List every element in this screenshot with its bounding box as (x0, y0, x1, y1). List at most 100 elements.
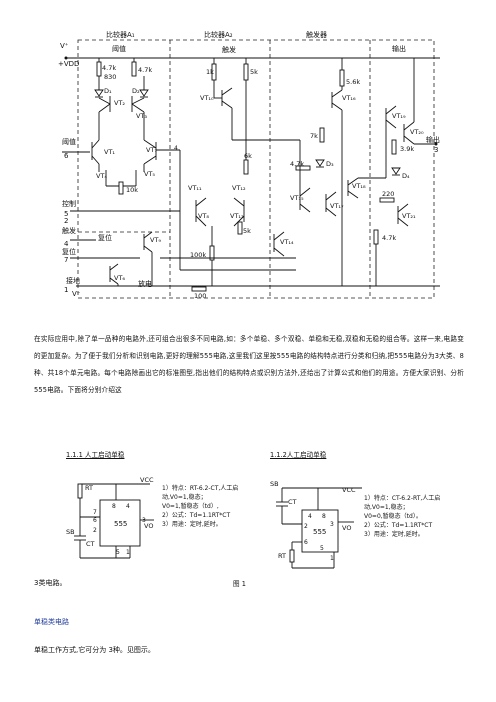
vt5-label: VT₅ (144, 170, 155, 178)
threshold-label: 阈值 (62, 137, 76, 146)
reset-label-b: 复位 (98, 233, 112, 242)
control-pin: 5 (64, 210, 68, 218)
vt11-label: VT₁₁ (188, 184, 202, 192)
figure-right-notes: 1）特点：CT-6.2-RT,人工启动,V0=1,稳态； V0=0,暂稳态（td… (364, 494, 456, 539)
left-note-2: V0=1,暂稳态（td）, (162, 503, 219, 510)
fig-right-ct: CT (288, 498, 297, 506)
vt16-label: VT₁₆ (342, 94, 356, 102)
section-flipflop: 触发器 (306, 30, 327, 39)
r4-label: 1k (206, 68, 214, 76)
ground-pin: 1 (64, 286, 68, 294)
discharge-label: 放电 (138, 279, 152, 288)
fig-right-p5: 5 (320, 545, 324, 552)
vt14-label: VT₁₄ (280, 238, 294, 246)
fig-right-p4: 4 (308, 513, 312, 520)
fig-right-p1: 1 (330, 555, 334, 562)
d4-label: D₄ (402, 172, 410, 180)
fig-right-sb: SB (270, 480, 279, 488)
vt19-label: VT₁₉ (392, 112, 406, 120)
vt15-label: VT₁₅ (290, 194, 304, 202)
fig-left-vo: VO (144, 522, 153, 530)
fig-right-vo: VO (342, 524, 351, 532)
fig-right-p6: 6 (304, 539, 308, 546)
reset-label-a: 复位 (62, 247, 76, 256)
vt4-label: VT₄ (96, 172, 107, 180)
r5-label: 5k (250, 68, 258, 76)
vt12-label: VT₁₂ (232, 184, 246, 192)
r8-label: 4.7k (290, 160, 304, 168)
vt10-label: VT₁₀ (200, 94, 214, 102)
right-note-3: 2）公式：Td=1.1RT*CT (364, 522, 433, 529)
vt3-label: VT₃ (136, 112, 147, 120)
r2-label: 830 (104, 73, 116, 81)
sub-trigger: 触发 (222, 45, 236, 54)
reset-pin7: 7 (64, 256, 68, 264)
r1-label: 4.7k (102, 64, 116, 72)
output-label: 输出 (426, 135, 440, 144)
r12-label: 5k (243, 227, 251, 235)
fig-right-p2: 2 (304, 523, 308, 530)
vdd-label: +VDD (58, 60, 79, 68)
fig-left-p6: 6 (93, 517, 97, 524)
left-note-3: 2）公式：Td=1.1RT*CT (162, 512, 231, 519)
section-comparator-a1: 比较器A₁ (106, 30, 135, 39)
r16-label: 100 (194, 292, 206, 300)
left-note-1: 1）特点：RT-6.2-CT,人工启动,V0=1,稳态； (162, 485, 239, 501)
fig-left-p1: 1 (126, 549, 130, 556)
right-note-4: 3）用途：定时,延时。 (364, 531, 424, 538)
vt9-label: VT₉ (150, 236, 161, 244)
section-heading-monostable: 单稳类电路 (34, 618, 69, 626)
vt6-label: VT₆ (114, 274, 125, 282)
output-pin: 3 (434, 146, 438, 154)
figure-left-notes: 1）特点：RT-6.2-CT,人工启动,V0=1,稳态； V0=1,暂稳态（td… (162, 484, 250, 529)
fig-left-p8: 8 (112, 503, 116, 510)
figure-title-right: 1.1.2人工启动单稳 (270, 451, 327, 459)
threshold-pin: 6 (64, 152, 69, 160)
fig-left-sb: SB (66, 528, 75, 536)
fig-right-p3: 3 (330, 521, 334, 528)
vt20-label: VT₂₀ (410, 128, 424, 136)
vt13-label: VT₁₃ (230, 212, 244, 220)
figure-title-left: 1.1.1 人工启动单稳 (66, 451, 125, 459)
vminus-label: V⁻ (72, 290, 81, 298)
svg-text:4: 4 (174, 145, 178, 152)
r6-label: 5.6k (346, 78, 360, 86)
fig-right-p8: 8 (322, 513, 326, 520)
vt2-label: VT₂ (114, 99, 125, 107)
vt8-label: VT₈ (198, 212, 209, 220)
r13-label: 100k (190, 251, 206, 259)
vt1-label: VT₁ (104, 148, 115, 156)
vt18-label: VT₁₈ (352, 182, 366, 190)
fig-left-p3: 3 (142, 517, 146, 524)
right-note-2: V0=0,暂稳态（td）。 (364, 513, 422, 520)
fig-left-p2: 2 (93, 527, 97, 534)
fig-left-ct: CT (86, 540, 95, 548)
vt21-label: VT₂₁ (402, 212, 416, 220)
intro-paragraph: 在实际应用中,除了单一品种的电路外,还可组合出很多不同电路,如：多个单稳、多个双… (34, 335, 464, 394)
r3-label: 4.7k (138, 66, 152, 74)
r10-label: 10k (126, 186, 138, 194)
ground-label: 接地 (66, 276, 80, 285)
r7-label: 7k (310, 132, 318, 140)
d3-label: D₃ (326, 160, 334, 168)
section-comparator-a2: 比较器A₂ (204, 30, 233, 39)
figure-right-monostable: VCC SB CT 555 4 8 2 3 6 5 1 VO RT (270, 480, 362, 569)
r11-label: 6k (244, 152, 252, 160)
d1-label: D₁ (104, 87, 112, 95)
right-note-1: 1）特点：CT-6.2-RT,人工启动,V0=1,稳态； (364, 495, 441, 511)
control-label: 控制 (62, 199, 76, 208)
figure-left-monostable: VCC RT 555 8 4 7 6 2 3 5 1 VO CT SB (66, 476, 154, 559)
ne555-internal-schematic: 比较器A₁ 比较器A₂ 触发器 输出 阈值 触发 V⁺ +VDD 4.7k 4.… (58, 30, 440, 300)
fig-left-chip: 555 (114, 520, 127, 528)
trigger-label: 触发 (62, 226, 76, 235)
vplus-label: V⁺ (60, 42, 69, 50)
left-note-4: 3）用途：定时,延时。 (162, 521, 222, 528)
fig-right-vcc: VCC (342, 486, 356, 494)
vt17-label: VT₁₇ (330, 202, 344, 210)
fig-left-p7: 7 (93, 509, 97, 516)
d2-label: D₂ (132, 87, 140, 95)
fig-left-p4: 4 (126, 503, 130, 510)
paragraph-continuation: 3类电路。 (34, 579, 67, 587)
reset-pin: 4 (64, 240, 69, 248)
r14-label: 220 (382, 190, 394, 198)
